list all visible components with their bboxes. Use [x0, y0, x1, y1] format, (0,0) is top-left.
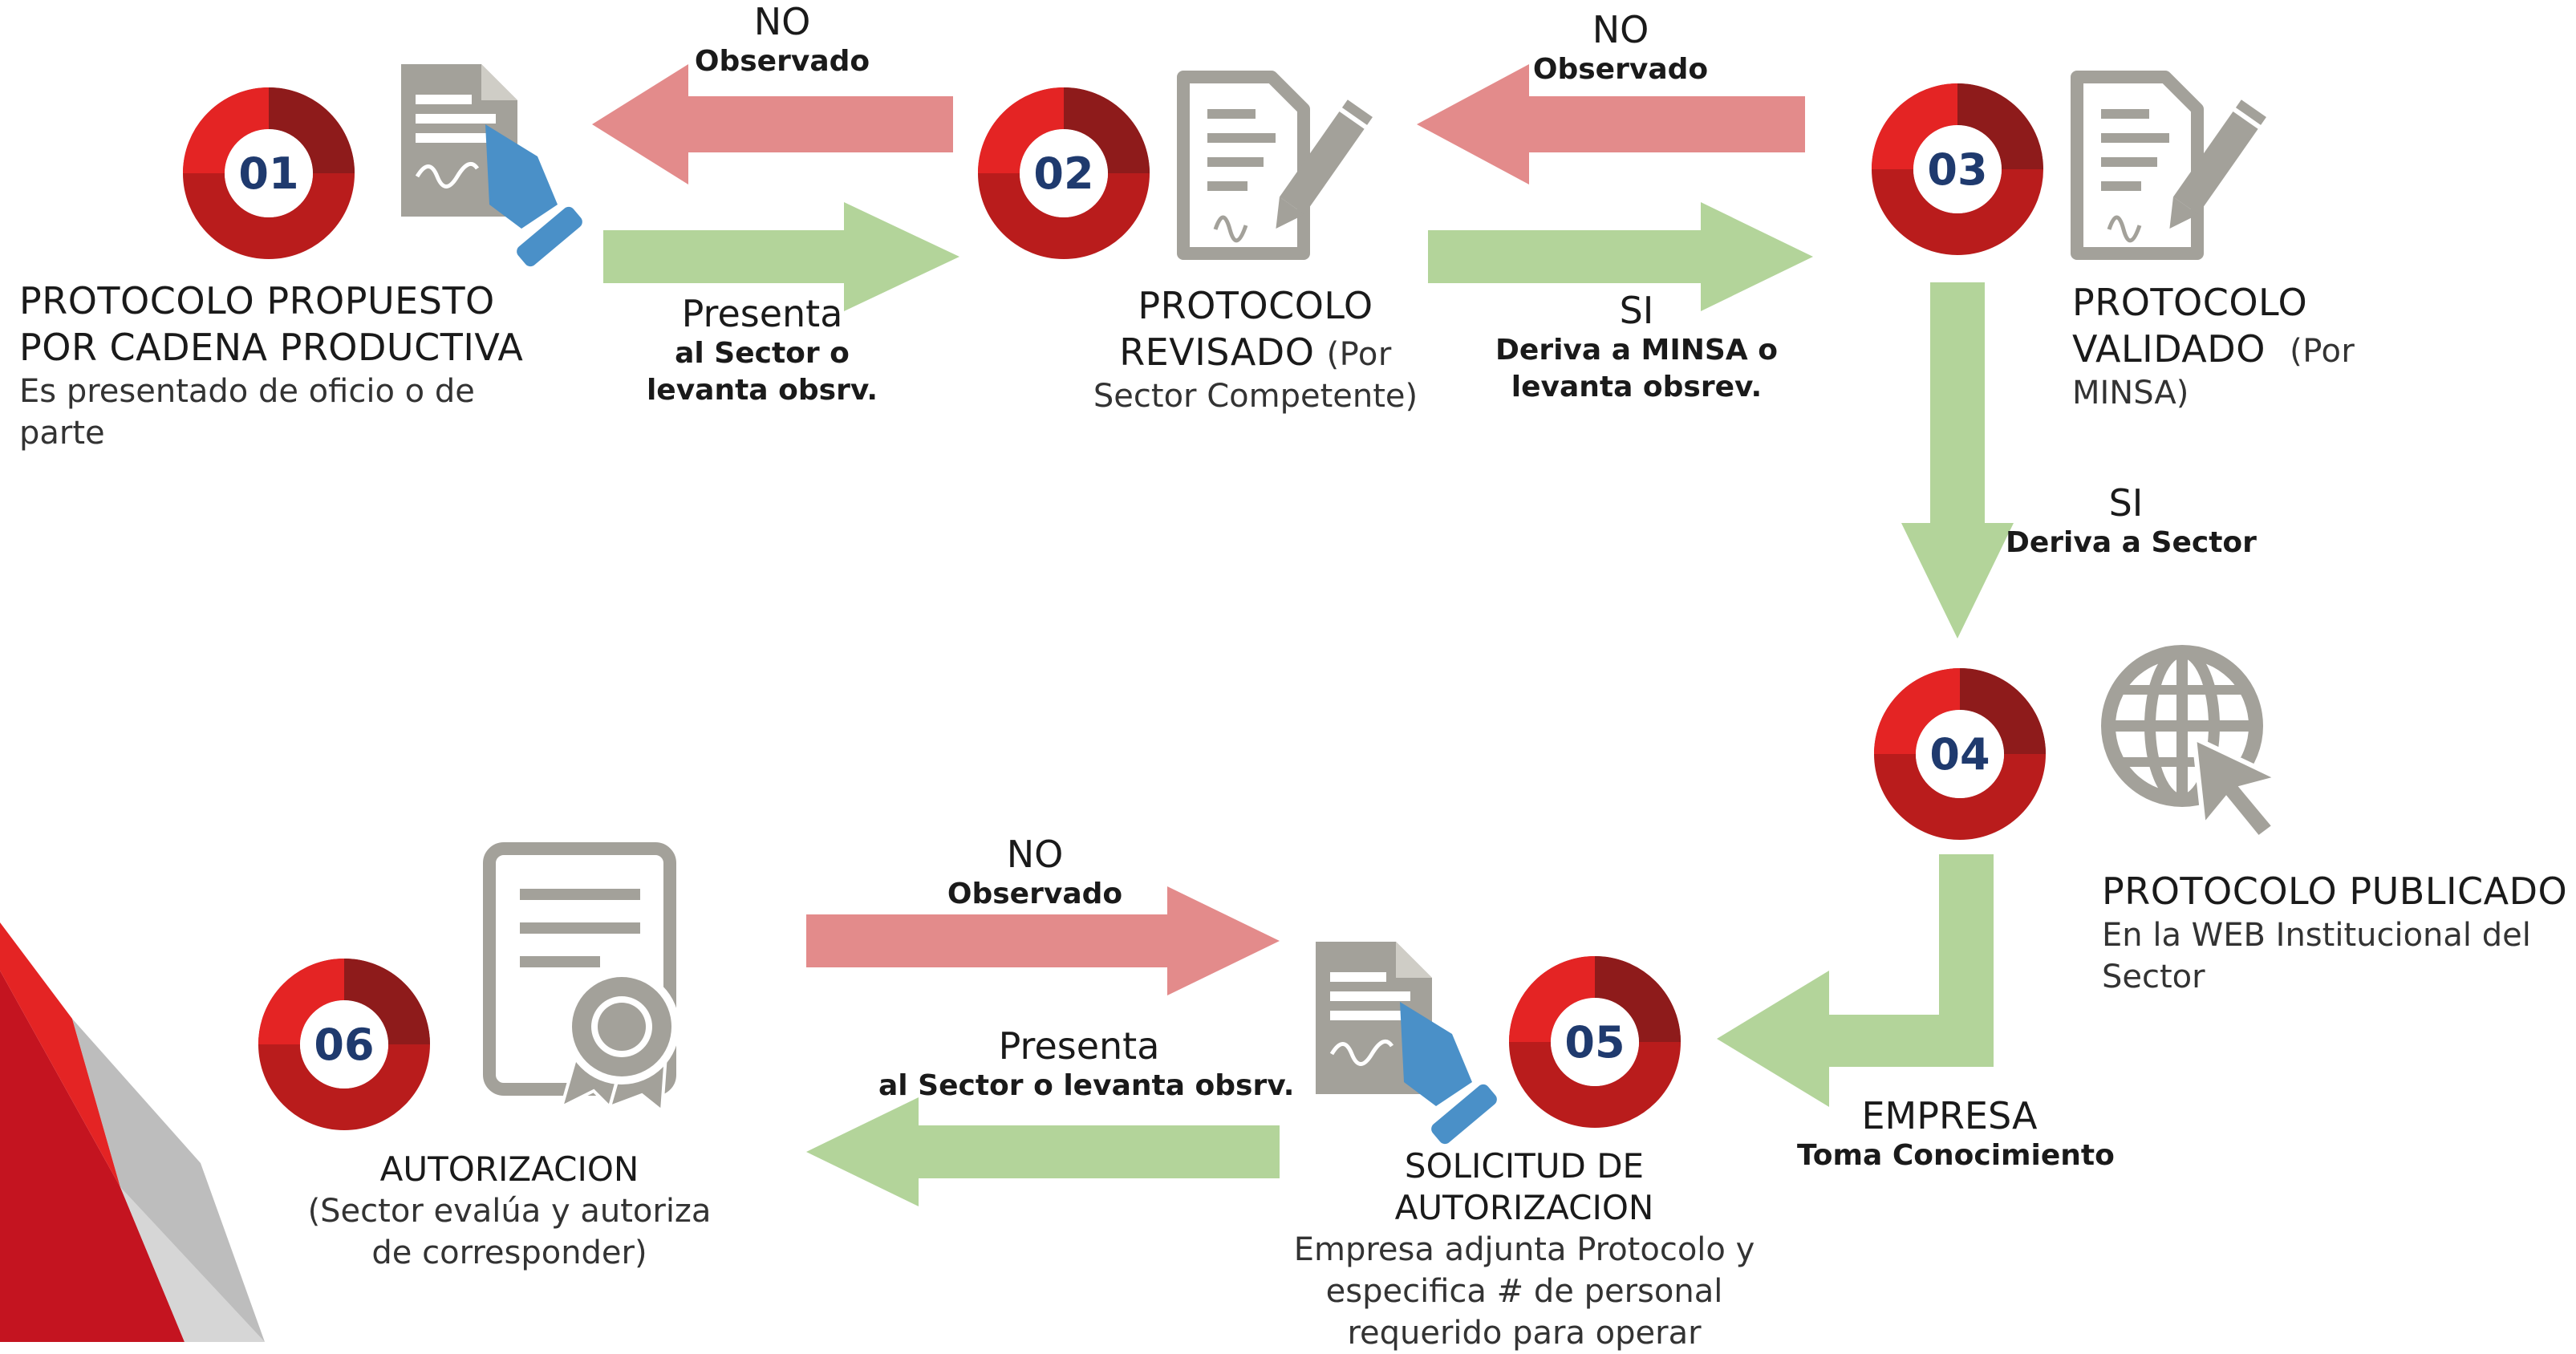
corner-decoration	[0, 922, 265, 1342]
step-number: 05	[1564, 1017, 1625, 1068]
step-title: PROTOCOLO PROPUESTO	[19, 279, 495, 322]
transition-main: SI	[2108, 481, 2144, 525]
transition-label-02-to-03: SI Deriva a MINSA o levanta obsrev.	[1468, 289, 1805, 406]
transition-detail: Toma Conocimiento	[1797, 1139, 2115, 1172]
transition-label-05-to-06: Presenta al Sector o levanta obsrv.	[878, 1024, 1295, 1105]
step-03-text: PROTOCOLO VALIDADO (Por MINSA)	[2072, 279, 2355, 414]
transition-main: EMPRESA	[1861, 1094, 2038, 1137]
transition-main: NO	[1592, 8, 1649, 51]
step-title: VALIDADO	[2072, 327, 2266, 371]
transition-main: NO	[753, 0, 811, 43]
transition-label-06-to-05: NO Observado	[890, 833, 1179, 913]
step-title: POR CADENA PRODUCTIVA	[19, 326, 524, 369]
step-01-text: PROTOCOLO PROPUESTO POR CADENA PRODUCTIV…	[19, 278, 523, 454]
step-description: (Sector evalúa y autoriza	[307, 1193, 712, 1230]
arrow-no-02-to-01	[592, 64, 953, 184]
step-title: PROTOCOLO	[2072, 281, 2308, 324]
step-title: AUTORIZACION	[1394, 1188, 1654, 1227]
step-title: PROTOCOLO PUBLICADO	[2102, 870, 2568, 913]
transition-main: Presenta	[681, 292, 843, 335]
transition-label-02-to-01: NO Observado	[638, 0, 927, 80]
arrow-no-03-to-02	[1417, 64, 1805, 184]
step-circle-06: 06	[258, 959, 430, 1130]
step-circle-03: 03	[1872, 83, 2043, 255]
document-hand-icon	[401, 64, 582, 267]
step-title: AUTORIZACION	[379, 1149, 639, 1189]
step-circle-04: 04	[1874, 668, 2046, 840]
arrow-yes-05-to-06	[806, 1097, 1280, 1206]
arrow-yes-04-to-05	[1717, 854, 1994, 1107]
arrow-no-06-to-05	[806, 886, 1280, 995]
arrow-yes-01-to-02	[603, 202, 959, 311]
step-05-text: SOLICITUD DE AUTORIZACION Empresa adjunt…	[1268, 1145, 1781, 1354]
step-title-suffix: (Por	[1326, 336, 1392, 373]
step-description: Empresa adjunta Protocolo y	[1293, 1231, 1755, 1268]
step-description: especifica # de personal	[1325, 1273, 1723, 1310]
step-04-text: PROTOCOLO PUBLICADO En la WEB Institucio…	[2102, 868, 2567, 998]
transition-detail: al Sector o levanta obsrv.	[878, 1069, 1295, 1102]
step-description: En la WEB Institucional del	[2102, 917, 2531, 954]
step-title: REVISADO	[1119, 330, 1315, 374]
step-title-suffix: (Por	[2290, 333, 2355, 370]
document-pen-icon	[1177, 71, 1373, 260]
transition-main: SI	[1619, 289, 1654, 332]
step-description: requerido para operar	[1347, 1315, 1702, 1352]
globe-cursor-icon	[2101, 645, 2286, 842]
step-circle-01: 01	[183, 87, 355, 259]
step-description: parte	[19, 415, 105, 452]
step-circle-05: 05	[1509, 956, 1681, 1128]
document-pen-icon	[2071, 71, 2266, 260]
transition-detail: Observado	[1532, 53, 1709, 86]
step-description: de corresponder)	[371, 1234, 647, 1271]
arrow-yes-03-to-04	[1901, 282, 2014, 638]
step-number: 02	[1033, 148, 1093, 199]
step-circle-02: 02	[978, 87, 1150, 259]
transition-label-01-to-02: Presenta al Sector o levanta obsrv.	[610, 292, 915, 409]
transition-detail: levanta obsrev.	[1511, 371, 1763, 403]
step-title: SOLICITUD DE	[1404, 1146, 1645, 1186]
transition-detail: levanta obsrv.	[646, 374, 878, 407]
transition-detail: Observado	[694, 45, 870, 78]
transition-label-03-to-04: SI Deriva a Sector	[2006, 481, 2257, 561]
step-description: Sector	[2102, 959, 2205, 995]
step-title: PROTOCOLO	[1138, 284, 1373, 327]
transition-main: NO	[1006, 833, 1064, 876]
document-hand-icon	[1316, 942, 1497, 1145]
step-number: 01	[238, 148, 298, 199]
step-description: Es presentado de oficio o de	[19, 373, 475, 410]
transition-detail: Deriva a MINSA o	[1495, 334, 1778, 367]
transition-label-04-to-05: EMPRESA Toma Conocimiento	[1797, 1094, 2115, 1174]
transition-detail: Observado	[947, 878, 1123, 910]
transition-detail: al Sector o	[675, 337, 850, 370]
transition-label-03-to-02: NO Observado	[1476, 8, 1765, 88]
transition-detail: Deriva a Sector	[2006, 526, 2257, 559]
step-06-text: AUTORIZACION (Sector evalúa y autoriza d…	[273, 1149, 746, 1274]
step-description: Sector Competente)	[1093, 378, 1418, 415]
step-description: MINSA)	[2072, 375, 2189, 411]
certificate-icon	[483, 842, 679, 1114]
step-number: 06	[314, 1020, 374, 1070]
step-number: 04	[1929, 729, 1990, 780]
step-number: 03	[1927, 144, 1987, 195]
step-02-text: PROTOCOLO REVISADO (Por Sector Competent…	[1031, 282, 1480, 417]
transition-main: Presenta	[998, 1024, 1160, 1068]
arrow-yes-02-to-03	[1428, 202, 1813, 311]
